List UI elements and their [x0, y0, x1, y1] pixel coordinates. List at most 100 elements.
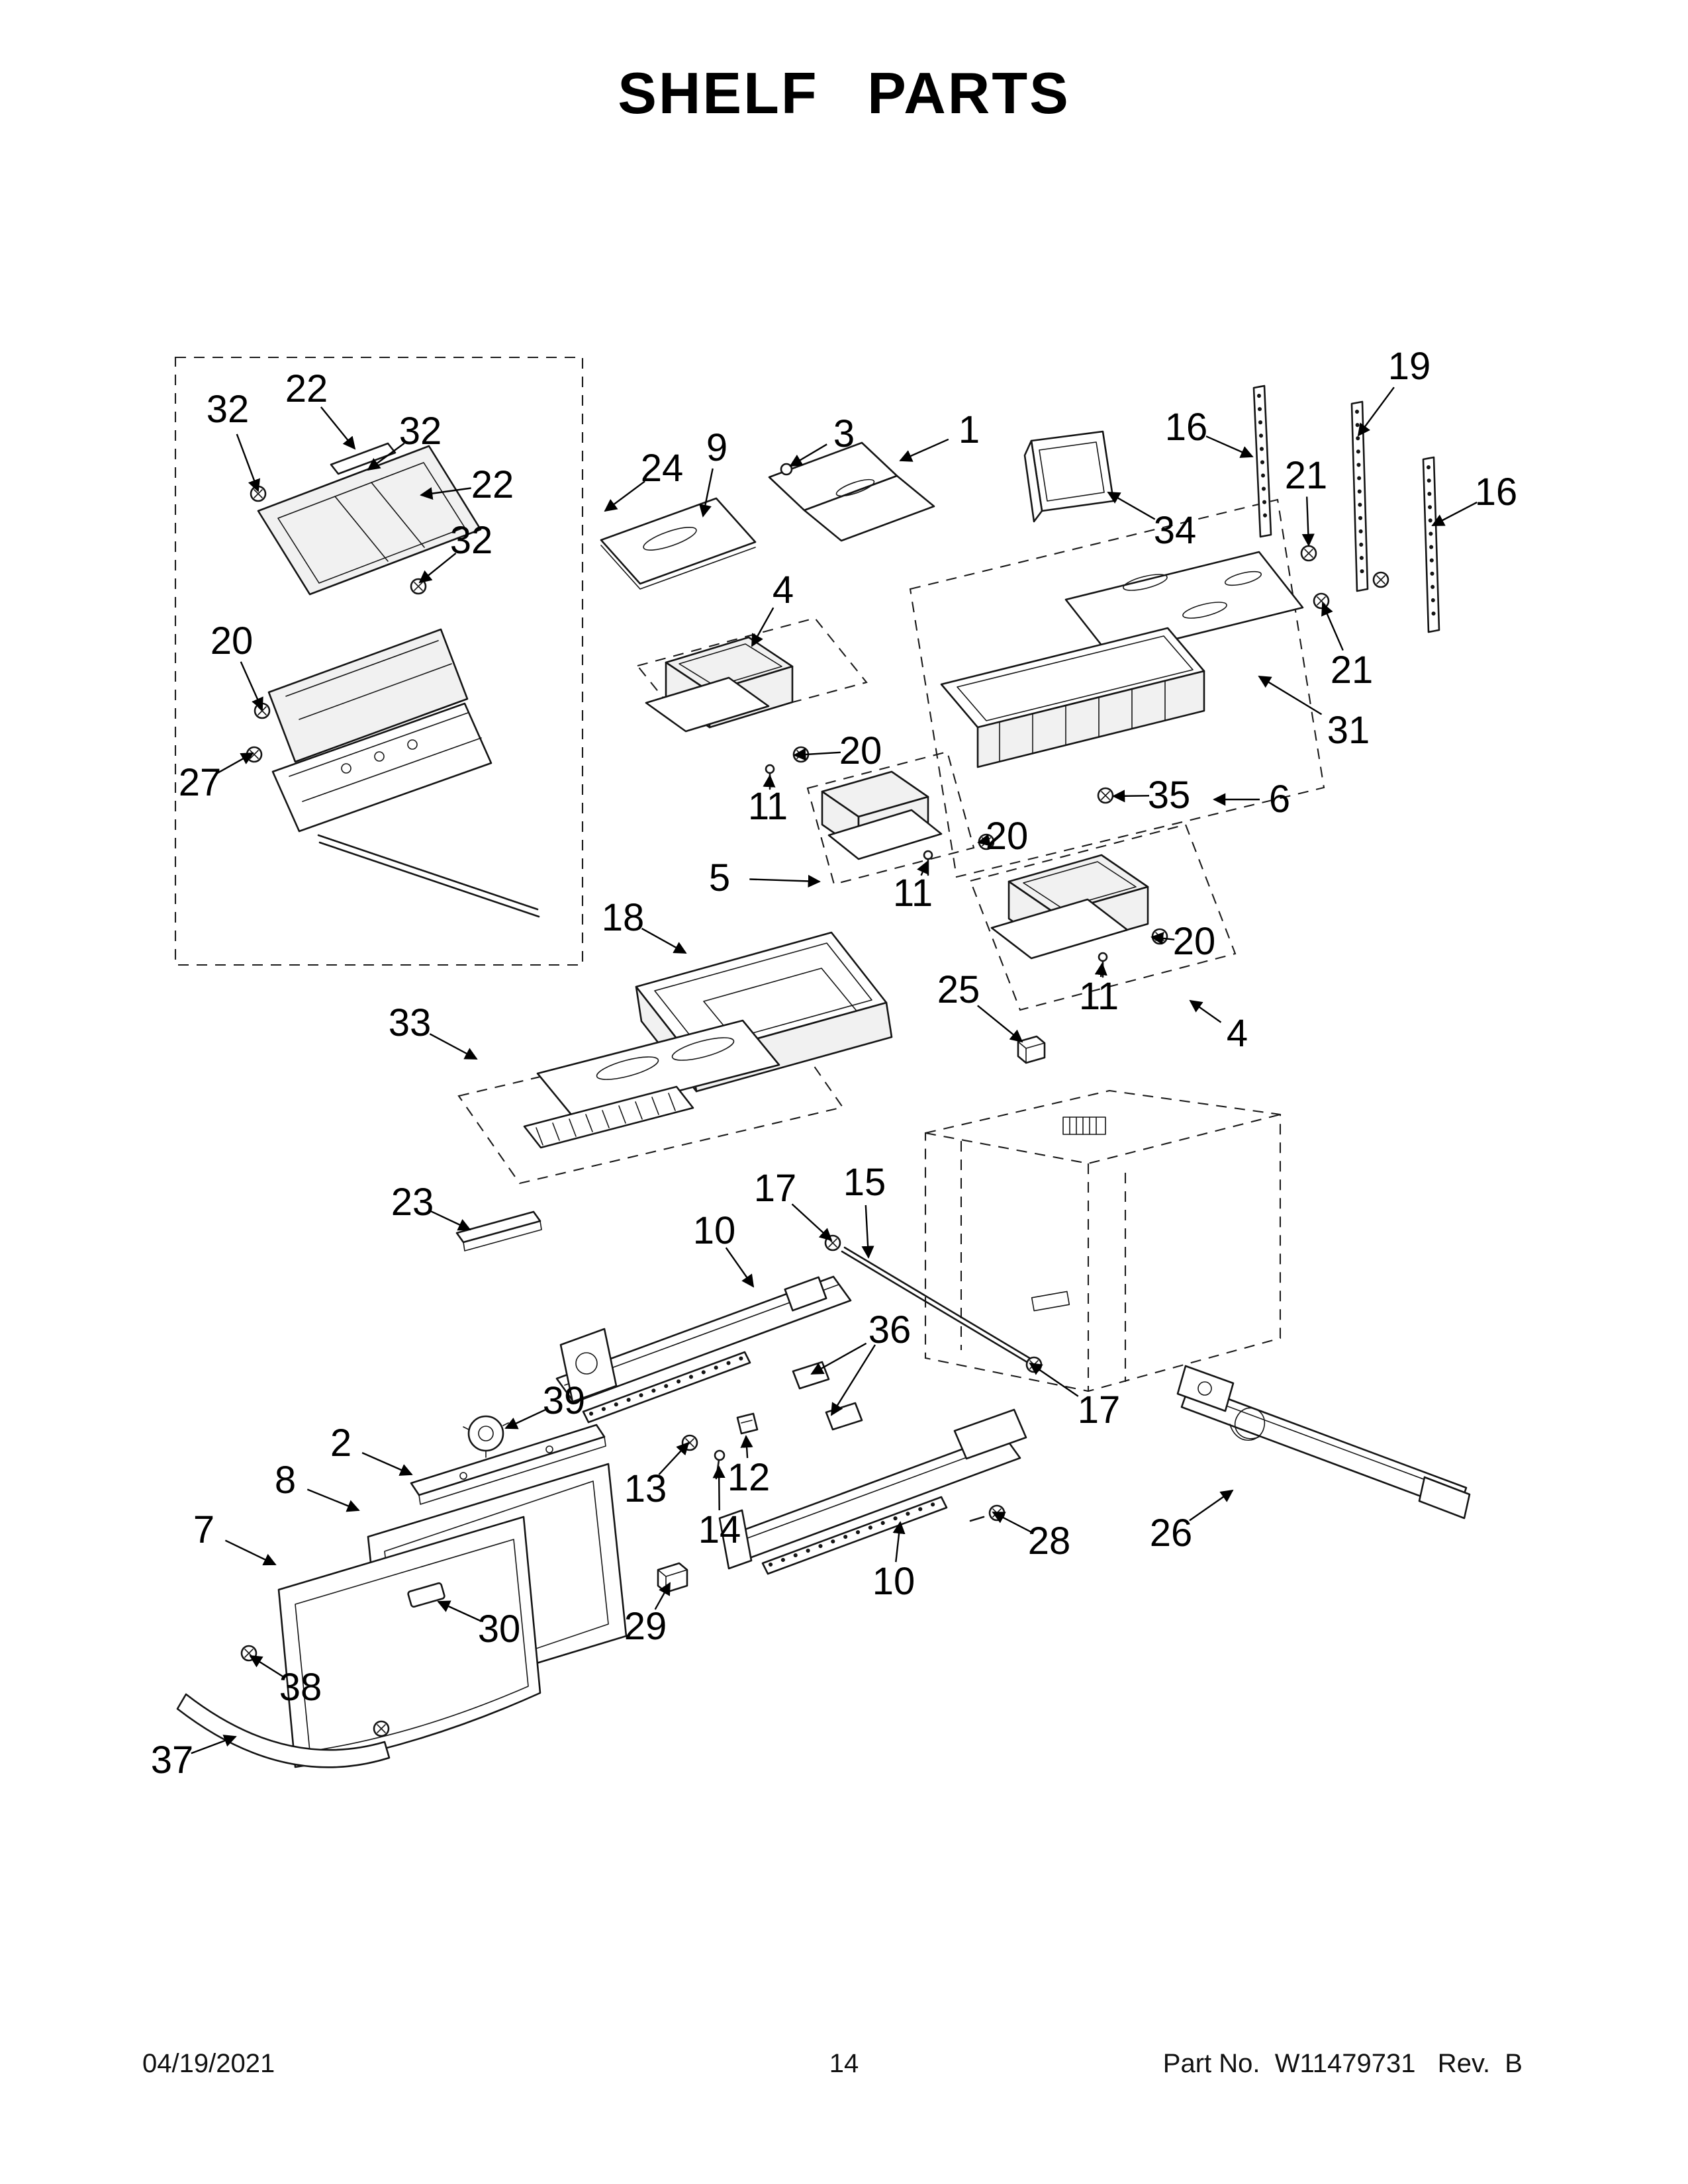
leader-line-22 — [420, 487, 471, 500]
slide-rail-10-lower — [718, 1408, 1027, 1575]
drawer-front-7 — [277, 1516, 541, 1768]
bin-5 — [821, 770, 995, 876]
rod-15 — [824, 1234, 1043, 1373]
footer-date: 04/19/2021 — [142, 2049, 275, 2078]
folding-shelf — [768, 441, 935, 542]
callout-32: 32 — [207, 388, 250, 431]
pantry-shelf-33 — [523, 1019, 780, 1149]
leader-line-12 — [740, 1435, 753, 1459]
callout-11: 11 — [748, 785, 788, 828]
callout-19: 19 — [1388, 345, 1431, 388]
callout-14: 14 — [698, 1508, 741, 1551]
callout-31: 31 — [1327, 709, 1370, 752]
leader-line-1 — [899, 438, 949, 462]
callout-9: 9 — [706, 426, 727, 469]
screw-icon — [410, 578, 427, 595]
leader-line-30 — [437, 1600, 481, 1622]
leader-line-23 — [430, 1210, 471, 1231]
leader-line-20 — [793, 748, 841, 761]
crisper-bin-4-lower — [990, 854, 1168, 978]
dashed-regions — [174, 356, 1325, 1185]
slide-rail-10-upper — [555, 1275, 852, 1424]
callout-5: 5 — [709, 856, 730, 899]
callout-32: 32 — [450, 519, 493, 562]
callout-7: 7 — [193, 1508, 214, 1551]
callout-25: 25 — [937, 968, 980, 1011]
leader-line-26 — [1189, 1489, 1234, 1522]
leader-line-34 — [1107, 491, 1156, 520]
callout-26: 26 — [1150, 1512, 1193, 1555]
footer-page-number: 14 — [829, 2049, 859, 2078]
leader-line-25 — [977, 1005, 1023, 1043]
leader-line-11 — [1094, 962, 1107, 978]
leader-line-11 — [917, 860, 929, 876]
callout-21: 21 — [1285, 454, 1328, 497]
callout-23: 23 — [391, 1181, 434, 1224]
pin-14 — [714, 1449, 726, 1461]
callout-15: 15 — [843, 1161, 886, 1204]
callout-38: 38 — [279, 1666, 322, 1709]
leader-line-16 — [1431, 501, 1477, 527]
leader-line-19 — [1357, 387, 1395, 437]
screw-icon — [988, 1504, 1006, 1522]
leader-line-20 — [240, 661, 263, 711]
screw-icon — [1372, 571, 1389, 588]
leader-line-32 — [236, 433, 260, 492]
leader-line-29 — [654, 1582, 671, 1610]
leader-line-37 — [191, 1735, 237, 1754]
screw-icon — [254, 702, 271, 719]
leader-line-16 — [1205, 435, 1254, 458]
callout-22: 22 — [285, 367, 328, 410]
callout-2: 2 — [330, 1422, 352, 1465]
plate-36b — [825, 1402, 863, 1431]
callout-1: 1 — [959, 408, 980, 451]
callout-35: 35 — [1148, 774, 1191, 817]
slide-assembly-26 — [1176, 1365, 1471, 1520]
crisper-bin-4-upper — [645, 636, 810, 790]
leader-line-extra — [830, 1344, 876, 1416]
callout-17: 17 — [1078, 1388, 1121, 1432]
leader-line-17 — [1029, 1362, 1079, 1397]
screw-icon — [1300, 545, 1317, 562]
leader-line-4 — [1189, 999, 1222, 1023]
callout-17: 17 — [754, 1167, 797, 1210]
callout-18: 18 — [602, 896, 645, 939]
callout-29: 29 — [624, 1605, 667, 1648]
leader-line-7 — [224, 1539, 277, 1566]
leader-line-21 — [1321, 602, 1344, 651]
callout-4: 4 — [1227, 1012, 1248, 1055]
leader-line-36 — [810, 1342, 867, 1375]
leader-line-21 — [1301, 496, 1315, 547]
screw-icon — [250, 485, 267, 502]
leader-line-10 — [892, 1521, 906, 1563]
callout-33: 33 — [389, 1001, 432, 1044]
callout-12: 12 — [727, 1456, 771, 1499]
curved-trim-37 — [176, 1645, 391, 1768]
clip-12 — [736, 1412, 759, 1435]
leader-line-13 — [658, 1441, 690, 1475]
leader-line-5 — [749, 874, 821, 888]
leader-line-14 — [712, 1465, 726, 1511]
callout-20: 20 — [211, 619, 254, 662]
leader-line-11 — [763, 774, 776, 788]
callout-16: 16 — [1475, 471, 1518, 514]
leader-line-9 — [699, 468, 714, 518]
block-29 — [657, 1562, 688, 1594]
callout-3: 3 — [833, 412, 855, 455]
callout-10: 10 — [693, 1209, 736, 1252]
cam-39 — [467, 1415, 504, 1452]
callout-36: 36 — [868, 1308, 912, 1351]
leader-line-20 — [977, 834, 991, 846]
callout-27: 27 — [179, 761, 222, 804]
callout-20: 20 — [986, 815, 1029, 858]
callout-20: 20 — [1173, 920, 1216, 963]
leader-line-2 — [361, 1452, 413, 1476]
leader-line-33 — [429, 1033, 478, 1060]
screw-icon — [1313, 592, 1330, 610]
leader-line-32 — [367, 442, 405, 471]
callout-22: 22 — [471, 463, 514, 506]
mounting-rails — [1252, 385, 1440, 633]
